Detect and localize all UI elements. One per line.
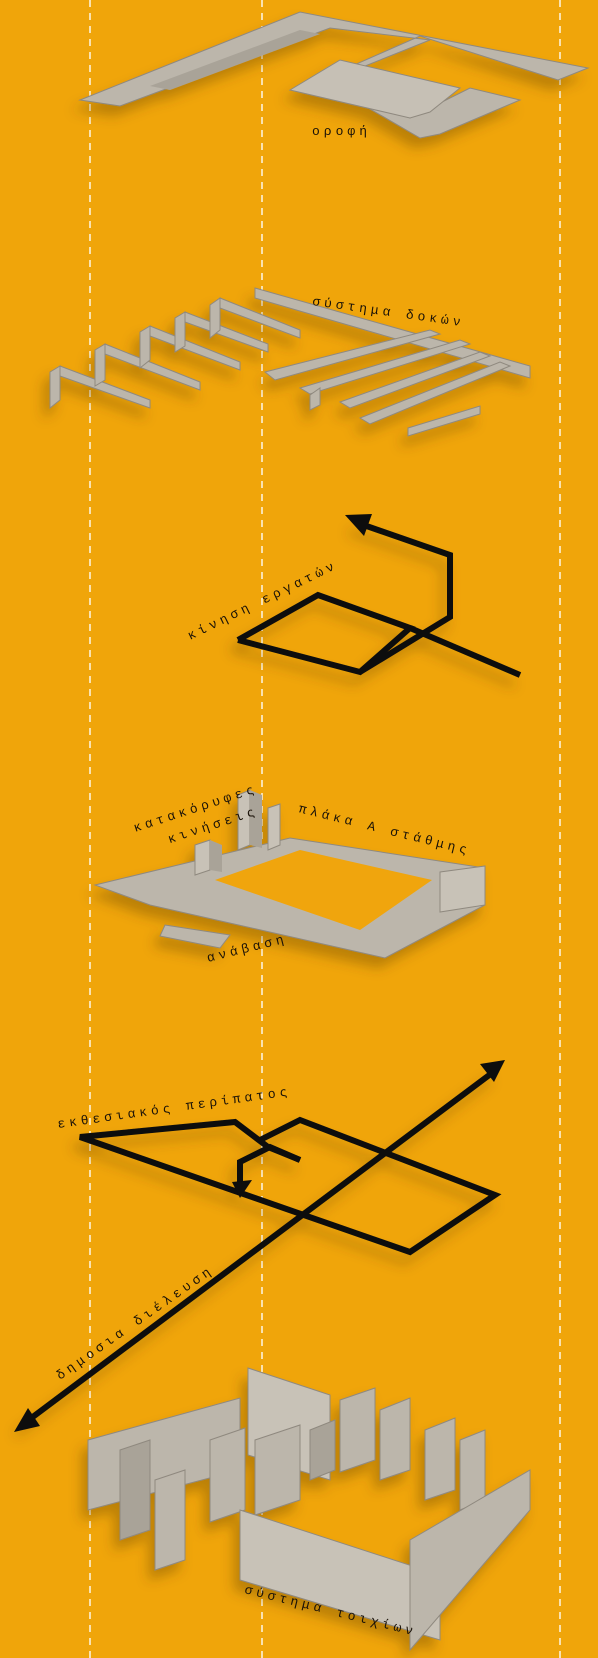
label-roof: οροφή [312, 124, 371, 139]
wall-end [409, 1469, 531, 1652]
slab-void [215, 850, 432, 930]
arrow-head-icon [480, 1060, 505, 1082]
wall-system-layer [87, 1367, 531, 1652]
beam-long [254, 287, 531, 379]
beam-cross [358, 361, 512, 425]
exhibition-path [79, 1116, 502, 1256]
slab-ramp [159, 924, 231, 949]
slab-wall [439, 865, 486, 913]
roof-inner-slab [288, 59, 462, 119]
workers-path-rise [354, 519, 453, 675]
beam-short [407, 405, 481, 437]
beam [49, 365, 61, 410]
vertical-core [194, 839, 211, 876]
beam [209, 297, 221, 340]
beam [174, 311, 186, 353]
beam-system-layer [49, 287, 531, 437]
wall [379, 1397, 411, 1481]
beam-cross [298, 339, 472, 395]
wall [339, 1387, 376, 1473]
public-passage-path [20, 1067, 498, 1428]
label-exhibition: εκθεσιακός περίπατος [56, 1084, 292, 1132]
wall [119, 1439, 151, 1541]
wall [254, 1424, 301, 1516]
vertical-core [267, 803, 281, 851]
wall [209, 1427, 246, 1523]
beam [94, 343, 106, 387]
arrow-head-icon [345, 514, 372, 536]
slab-layer [93, 789, 486, 959]
beam-cross [263, 329, 442, 381]
wall [154, 1469, 186, 1571]
beam-post [309, 387, 321, 411]
workers-path-tail [408, 625, 522, 678]
wall [309, 1419, 336, 1481]
wall-long [239, 1509, 441, 1641]
wall [424, 1417, 456, 1501]
roof-layer [78, 11, 590, 139]
circulation-layer [20, 1067, 502, 1428]
beam-cross [338, 351, 492, 409]
arrow-head-icon [14, 1408, 40, 1432]
label-public: δημοσια διέλευση [54, 1263, 217, 1384]
workers-path-layer [236, 519, 522, 678]
roof-slot [150, 30, 320, 90]
arrow-head-icon [232, 1180, 252, 1198]
beam [139, 325, 151, 370]
